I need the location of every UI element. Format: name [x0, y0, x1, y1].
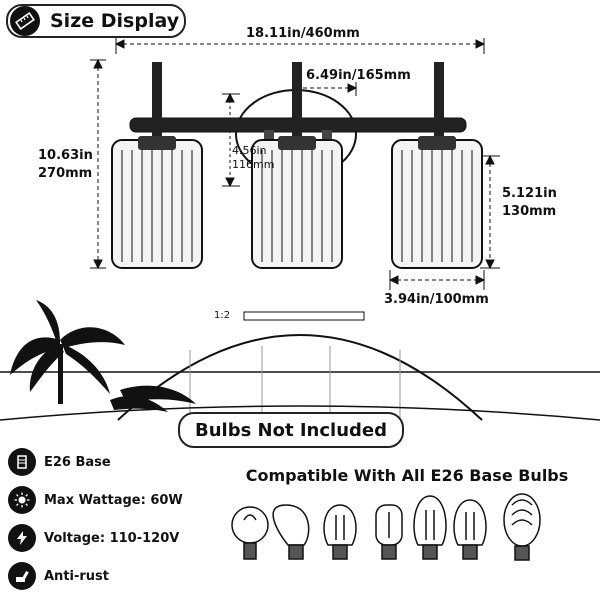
header-title: Size Display — [50, 10, 180, 32]
room-scene — [0, 311, 600, 421]
feature-item: E26 Base — [8, 444, 208, 480]
sun-icon — [8, 486, 36, 514]
shade-left — [111, 136, 203, 269]
feature-label: Max Wattage: 60W — [44, 492, 183, 508]
shade-height-mm-label: 130mm — [502, 204, 557, 219]
scene-label: 1:2 — [214, 310, 231, 321]
backplate-height-mm-label: 116mm — [232, 158, 275, 171]
bulb-g40 — [503, 493, 541, 561]
shade-height-arrow — [480, 154, 500, 270]
bulb-icons — [231, 493, 541, 561]
feature-label: E26 Base — [44, 454, 111, 470]
bulb-st64-2 — [453, 499, 487, 560]
shade-height-in-label: 5.121in — [502, 186, 557, 201]
lightning-icon — [8, 524, 36, 552]
compatibility-title: Compatible With All E26 Base Bulbs — [245, 466, 569, 485]
socket-icon — [8, 448, 36, 476]
feature-label: Anti-rust — [44, 568, 109, 584]
spacing-label: 6.49in/165mm — [306, 68, 411, 83]
bulb-st58 — [413, 495, 447, 560]
bulb-st64-1 — [323, 504, 357, 560]
rod-center — [292, 62, 302, 152]
bulb-tubular — [375, 504, 403, 560]
backplate-arrow — [222, 92, 240, 188]
ruler-icon — [10, 6, 40, 36]
bulb-a19 — [272, 504, 310, 560]
bulb-globe — [231, 506, 269, 560]
rod-right — [434, 62, 444, 152]
shade-right — [391, 136, 483, 269]
spacing-arrow — [296, 82, 358, 96]
shade-width-arrow — [388, 270, 486, 290]
feature-item: Max Wattage: 60W — [8, 482, 208, 518]
bulbs-not-included-banner: Bulbs Not Included — [178, 412, 404, 448]
overall-height-mm-label: 270mm — [38, 166, 93, 181]
feature-item: Voltage: 110-120V — [8, 520, 208, 556]
feature-item: Anti-rust — [8, 558, 208, 594]
shade-width-label: 3.94in/100mm — [384, 292, 489, 307]
rod-left — [152, 62, 162, 152]
palm-icon — [10, 300, 196, 412]
backplate-height-in-label: 4.56in — [232, 144, 267, 157]
overall-width-label: 18.11in/460mm — [246, 26, 360, 41]
feature-list: E26 Base Max Wattage: 60W Voltage: 110-1… — [8, 444, 208, 596]
brush-icon — [8, 562, 36, 590]
arm-bar — [129, 117, 467, 133]
size-display-header: Size Display — [6, 4, 186, 38]
feature-label: Voltage: 110-120V — [44, 530, 180, 546]
overall-height-in-label: 10.63in — [38, 148, 93, 163]
height-arrow — [90, 58, 106, 270]
